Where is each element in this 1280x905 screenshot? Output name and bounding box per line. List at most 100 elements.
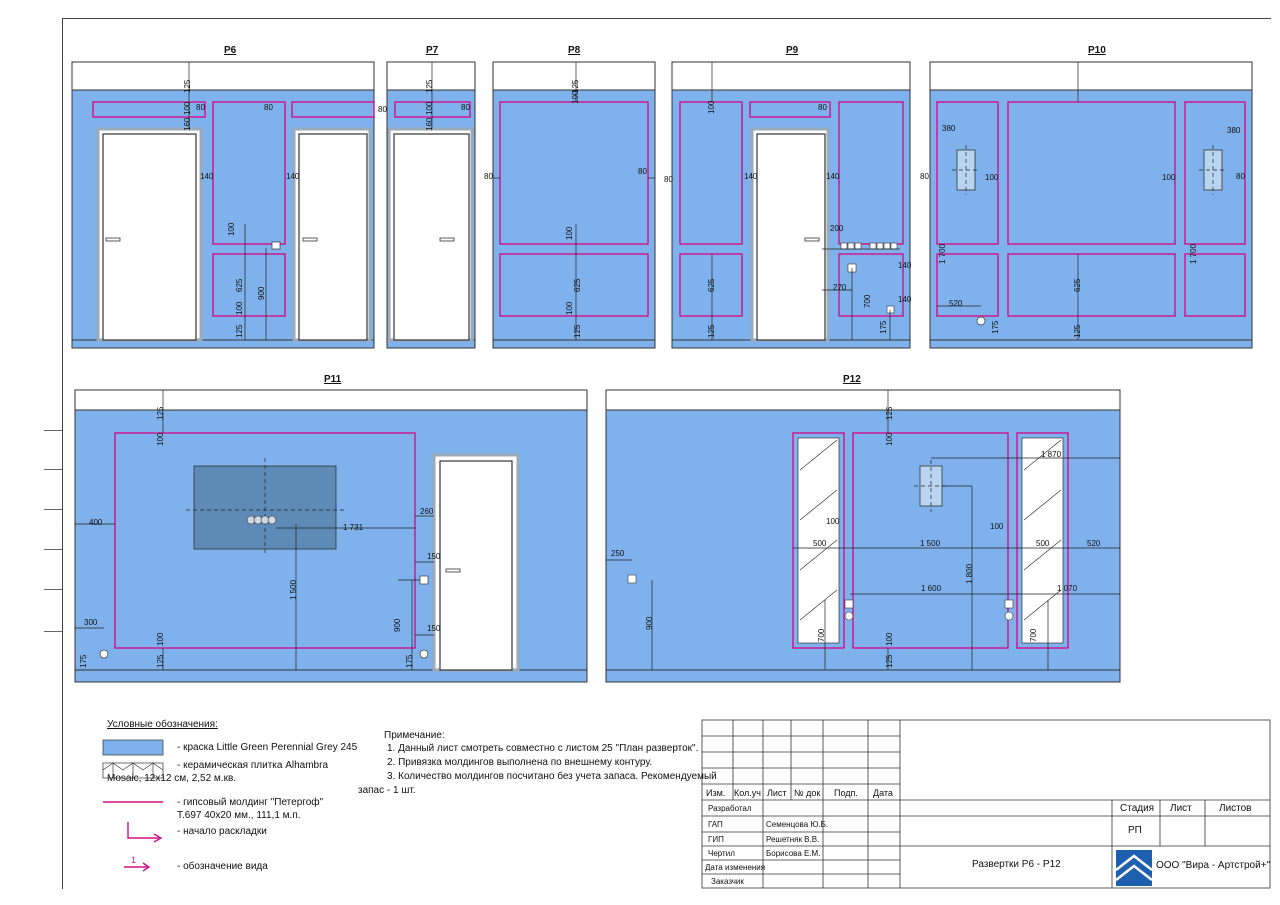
sheet-frame — [62, 18, 1271, 889]
dim-label: 625 — [1073, 278, 1082, 292]
dim-label: 100 — [183, 101, 192, 115]
dim-label: 1 700 — [938, 243, 947, 264]
dim-label: 100 — [227, 222, 236, 236]
dim-label: 700 — [1029, 628, 1038, 642]
dim-label: 1 870 — [1041, 450, 1062, 459]
view-title-p12: Р12 — [843, 374, 861, 385]
dim-label: 160 — [183, 117, 192, 131]
dim-label: 80 — [1236, 172, 1245, 181]
dim-label: 80 — [484, 172, 493, 181]
dim-label: 80 — [638, 167, 647, 176]
dim-label: 80 — [818, 103, 827, 112]
dim-label: 100 — [885, 432, 894, 446]
note-3-cont: запас - 1 шт. — [358, 785, 416, 796]
dim-label: 100 — [565, 301, 574, 315]
dim-label: 125 — [425, 79, 434, 93]
stamp-stage-header: Стадия — [1120, 803, 1155, 814]
dim-label: 125 — [573, 324, 582, 338]
dim-label: 140 — [744, 172, 758, 181]
dim-label: 1 800 — [965, 563, 974, 584]
dim-label: 500 — [1036, 539, 1050, 548]
dim-label: 80 — [378, 105, 387, 114]
stamp-header-doc: № док — [794, 788, 821, 798]
dim-label: 625 — [235, 278, 244, 292]
dim-label: 140 — [200, 172, 214, 181]
dim-label: 80 — [264, 103, 273, 112]
dim-label: 140 — [898, 295, 912, 304]
dim-label: 400 — [89, 518, 103, 527]
note-3: 3. Количество молдингов посчитано без уч… — [387, 771, 717, 782]
dim-label: 140 — [286, 172, 300, 181]
dim-label: 1 600 — [921, 584, 942, 593]
dim-label: 100 — [571, 90, 580, 104]
legend-paint: - краска Little Green Perennial Grey 245 — [177, 742, 358, 753]
dim-label: 100 — [1162, 173, 1176, 182]
view-title-p10: Р10 — [1088, 45, 1106, 56]
stamp-name-gip: Решетняк В.В. — [766, 835, 820, 844]
dim-label: 100 — [425, 101, 434, 115]
dim-label: 175 — [991, 320, 1000, 334]
stamp-header-date: Дата — [873, 788, 893, 798]
legend-title: Условные обозначения: — [107, 719, 218, 730]
stamp-header-izm: Изм. — [706, 788, 726, 798]
elevation-p11 — [74, 389, 588, 683]
note-2: 2. Привязка молдингов выполнена по внешн… — [387, 757, 653, 768]
dim-label: 140 — [898, 261, 912, 270]
legend-molding-line2: Т.697 40х20 мм., 111,1 м.п. — [177, 810, 301, 821]
dim-label: 150 — [427, 624, 441, 633]
dim-label: 1 500 — [920, 539, 941, 548]
company-logo — [1115, 850, 1153, 886]
dim-label: 175 — [405, 654, 414, 668]
dim-label: 100 — [156, 632, 165, 646]
view-title-p6: Р6 — [224, 45, 237, 56]
stamp-row-gap: ГАП — [708, 820, 723, 829]
legend-view-mark: - обозначение вида — [177, 861, 268, 872]
dim-label: 500 — [813, 539, 827, 548]
dim-label: 140 — [826, 172, 840, 181]
dim-label: 900 — [257, 286, 266, 300]
dim-label: 125 — [1073, 324, 1082, 338]
view-title-p8: Р8 — [568, 45, 581, 56]
dim-label: 80 — [920, 172, 929, 181]
dim-label: 900 — [393, 618, 402, 632]
dim-label: 80 — [196, 103, 205, 112]
dim-label: 100 — [990, 522, 1004, 531]
dim-label: 300 — [84, 618, 98, 627]
legend-tile-line2: Mosaic, 12х12 см, 2,52 м.кв. — [107, 773, 237, 784]
stamp-sheet-header: Лист — [1170, 803, 1192, 814]
stamp-title: Развертки Р6 - Р12 — [972, 859, 1061, 870]
stamp-header-kol: Кол.уч — [734, 788, 761, 798]
dim-label: 380 — [1227, 126, 1241, 135]
dim-label: 125 — [885, 654, 894, 668]
stamp-row-date-change: Дата изменения — [705, 863, 766, 872]
stamp-header-podp: Подп. — [834, 788, 858, 798]
dim-label: 175 — [79, 654, 88, 668]
stamp-row-client: Заказчик — [711, 877, 744, 886]
dim-label: 900 — [645, 616, 654, 630]
stamp-stage-value: РП — [1128, 825, 1142, 836]
stamp-header-list: Лист — [767, 788, 787, 798]
elevation-p8 — [492, 61, 656, 349]
stamp-row-gip: ГИП — [708, 835, 724, 844]
legend-view-num: 1 — [131, 855, 137, 865]
dim-label: 700 — [817, 628, 826, 642]
stamp-row-drawn: Чертил — [708, 849, 735, 858]
view-title-p11: Р11 — [324, 374, 342, 385]
elevation-p12 — [605, 389, 1121, 683]
dim-label: 1 700 — [1189, 243, 1198, 264]
dim-label: 125 — [885, 406, 894, 420]
dim-label: 100 — [985, 173, 999, 182]
legend-molding-line1: - гипсовый молдинг "Петергоф" — [177, 797, 324, 808]
dim-label: 100 — [826, 517, 840, 526]
stamp-company: ООО "Вира - Артстрой+" — [1156, 860, 1271, 871]
dim-label: 200 — [830, 224, 844, 233]
dim-label: 175 — [879, 320, 888, 334]
stamp-row-developed: Разработал — [708, 804, 752, 813]
dim-label: 260 — [420, 507, 434, 516]
dim-label: 1 731 — [343, 523, 364, 532]
view-title-p7: Р7 — [426, 45, 439, 56]
dim-label: 80 — [664, 175, 673, 184]
dim-label: 250 — [611, 549, 625, 558]
dim-label: 125 — [235, 324, 244, 338]
